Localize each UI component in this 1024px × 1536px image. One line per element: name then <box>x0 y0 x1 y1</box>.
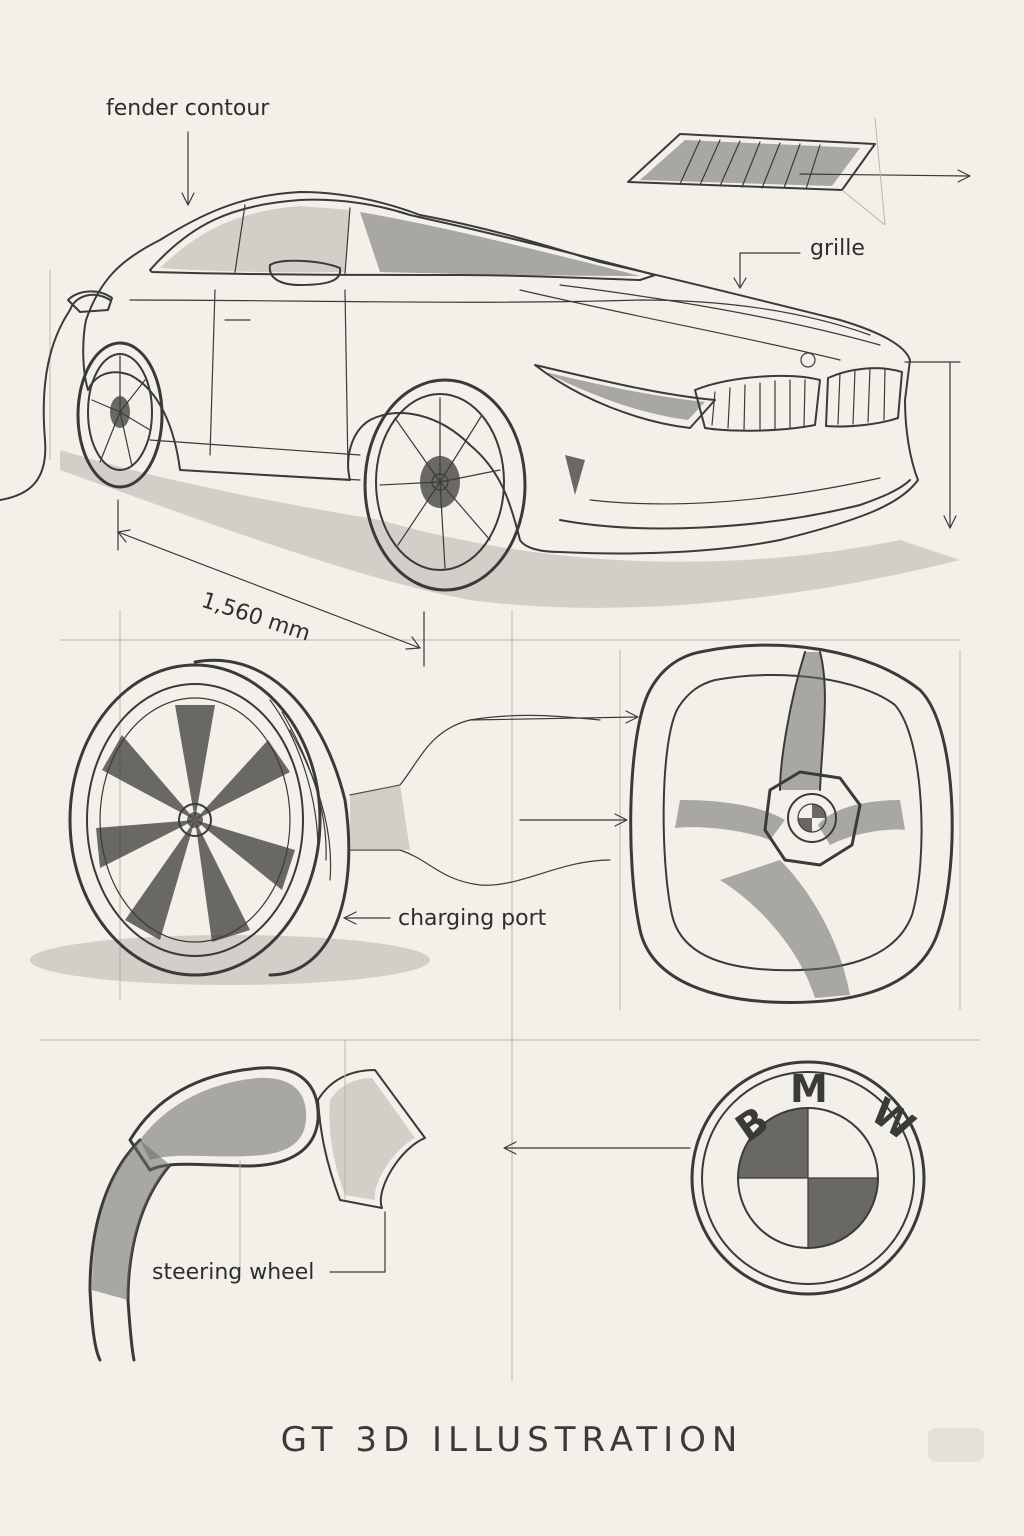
logo-letter-m: M <box>790 1067 828 1111</box>
fender-callout-arrow <box>181 131 195 206</box>
car-rear-wheel <box>76 341 164 489</box>
steering-wheel-sketch <box>629 643 954 1004</box>
grille-label: grille <box>810 236 865 261</box>
steering-wheel-label: steering wheel <box>152 1260 315 1285</box>
watermark <box>928 1428 984 1462</box>
page-title: GT 3D ILLUSTRATION <box>280 1420 744 1460</box>
logo-arrow <box>503 1141 691 1155</box>
charging-connector-sketch <box>88 1040 426 1362</box>
height-dimension <box>904 361 961 529</box>
length-dimension-arrow <box>117 499 425 667</box>
charging-port-label: charging port <box>398 906 547 931</box>
construction-lines <box>40 270 980 1380</box>
fender-contour-label: fender contour <box>106 96 270 121</box>
car-sketch <box>0 191 960 608</box>
grille-detail-sketch <box>627 117 971 226</box>
charging-port-callout-arrow <box>343 911 391 925</box>
brand-logo-sketch: B M W <box>690 1060 926 1296</box>
car-front-wheel <box>363 378 527 592</box>
grille-callout-arrow <box>733 252 801 289</box>
steering-arrows <box>469 710 639 827</box>
logo-letter-w: W <box>863 1089 923 1149</box>
wheel-detail-sketch <box>30 658 611 985</box>
